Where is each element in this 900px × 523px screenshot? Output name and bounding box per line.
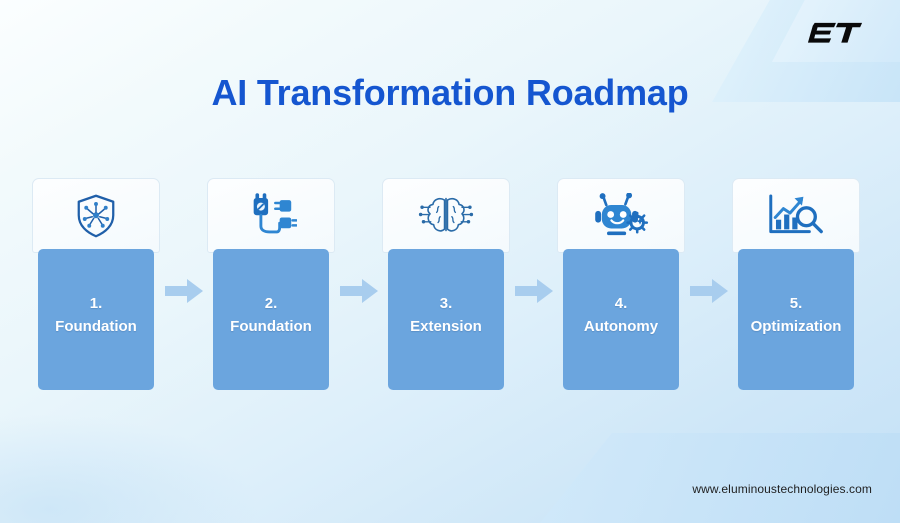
decorative-glow-bottom-left (0, 413, 260, 523)
roadmap-card-3-label: Extension (410, 317, 482, 335)
roadmap-card-4-icon-panel (557, 178, 685, 253)
roadmap-card-3-icon-panel (382, 178, 510, 253)
roadmap-card-5-label: Optimization (750, 317, 842, 335)
arrow-right-icon (164, 278, 203, 308)
roadmap-card-2[interactable]: 2. Foundation (207, 178, 335, 390)
roadmap-card-2-body: 2. Foundation (213, 249, 329, 390)
connector-arrow-2 (335, 178, 382, 390)
roadmap-card-1-body: 1. Foundation (38, 249, 154, 390)
et-logo (806, 18, 864, 48)
shield-network-icon (72, 192, 120, 240)
roadmap-card-5-body: 5. Optimization (738, 249, 854, 390)
roadmap-card-4-label: Autonomy (583, 317, 659, 335)
roadmap-card-5-number: 5. (789, 295, 803, 312)
roadmap-card-4[interactable]: 4. Autonomy (557, 178, 685, 390)
roadmap-card-1-icon-panel (32, 178, 160, 253)
roadmap-card-5[interactable]: 5. Optimization (732, 178, 860, 390)
roadmap-card-4-number: 4. (614, 295, 628, 312)
arrow-right-icon (689, 278, 728, 308)
roadmap-card-3-number: 3. (439, 295, 453, 312)
roadmap-steps-row: 1. Foundation (32, 178, 868, 390)
arrow-right-icon (514, 278, 553, 308)
plug-connector-icon (245, 192, 297, 239)
robot-gear-icon (593, 192, 649, 239)
roadmap-card-2-icon-panel (207, 178, 335, 253)
roadmap-card-1-label: Foundation (55, 317, 137, 335)
connector-arrow-1 (160, 178, 207, 390)
roadmap-card-3[interactable]: 3. Extension (382, 178, 510, 390)
roadmap-card-4-body: 4. Autonomy (563, 249, 679, 390)
arrow-right-icon (339, 278, 378, 308)
roadmap-card-2-label: Foundation (230, 317, 312, 335)
chart-magnifier-icon (766, 193, 826, 239)
brain-circuit-icon (417, 194, 475, 238)
roadmap-card-1-number: 1. (89, 295, 103, 312)
roadmap-card-2-number: 2. (264, 295, 278, 312)
roadmap-card-5-icon-panel (732, 178, 860, 253)
connector-arrow-3 (510, 178, 557, 390)
footer-website-url[interactable]: www.eluminoustechnologies.com (692, 482, 872, 496)
roadmap-card-3-body: 3. Extension (388, 249, 504, 390)
roadmap-card-1[interactable]: 1. Foundation (32, 178, 160, 390)
page-title: AI Transformation Roadmap (211, 72, 689, 113)
decorative-panel-bottom-right (540, 433, 900, 523)
connector-arrow-4 (685, 178, 732, 390)
